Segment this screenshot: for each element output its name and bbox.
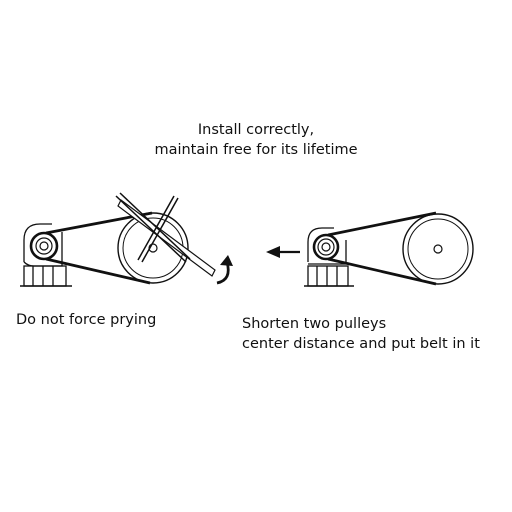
left-illustration (20, 192, 233, 287)
title-line-1: Install correctly, (197, 122, 315, 138)
right-motor-housing (304, 227, 354, 287)
right-belt (327, 211, 437, 286)
pry-bar (117, 199, 216, 277)
right-caption: Shorten two pulleys center distance and … (242, 314, 480, 354)
right-small-pulley (312, 233, 340, 261)
right-caption-line-2: center distance and put belt in it (242, 336, 480, 352)
curved-arrow-icon (216, 255, 233, 285)
page-title: Install correctly, maintain free for its… (0, 120, 512, 160)
left-small-pulley (29, 231, 59, 261)
right-illustration (266, 211, 474, 287)
right-caption-line-1: Shorten two pulleys (242, 316, 387, 332)
left-arrow-icon (266, 246, 300, 258)
left-motor-housing (20, 223, 72, 287)
left-caption: Do not force prying (16, 312, 157, 328)
title-line-2: maintain free for its lifetime (154, 142, 358, 158)
cross-mark-icon (115, 192, 191, 263)
right-large-pulley (402, 213, 474, 285)
